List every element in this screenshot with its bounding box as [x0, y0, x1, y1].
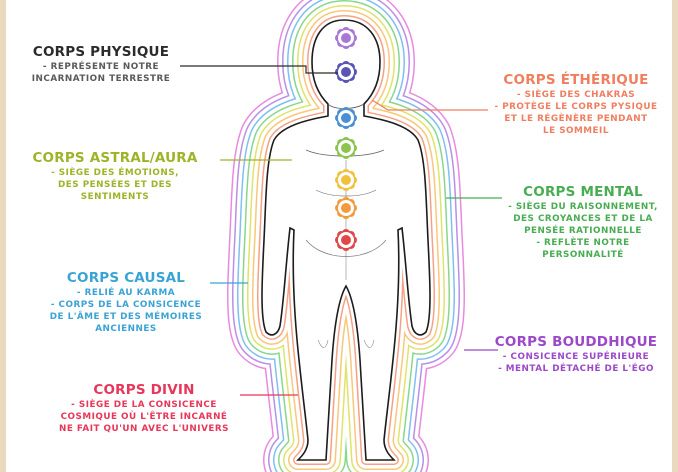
label-corps-divin: CORPS DIVIN - SIÈGE DE LA CONSICENCE COS… [46, 382, 242, 435]
chakra-heart-icon [335, 137, 357, 159]
corps-physique-line-2: INCARNATION TERRESTRE [18, 74, 184, 85]
corps-astral-line-2: DES PENSÉES ET DES [10, 180, 220, 191]
corps-mental-title: CORPS MENTAL [496, 184, 670, 201]
corps-causal-line-3: DE L'ÂME ET DES MÉMOIRES [36, 312, 216, 323]
label-corps-causal: CORPS CAUSAL - RELIÉ AU KARMA - CORPS DE… [36, 270, 216, 335]
corps-etherique-title: CORPS ÉTHÉRIQUE [484, 72, 668, 89]
corps-causal-title: CORPS CAUSAL [36, 270, 216, 287]
chakra-solar-plexus-icon [335, 169, 357, 191]
corps-etherique-line-3: ET LE RÉGÈNÈRE PENDANT [484, 114, 668, 125]
corps-mental-line-1: - SIÈGE DU RAISONNEMENT, [496, 202, 670, 213]
corps-causal-line-4: ANCIENNES [36, 324, 216, 335]
corps-etherique-line-1: - SIÈGE DES CHAKRAS [484, 90, 668, 101]
corps-etherique-line-4: LE SOMMEIL [484, 126, 668, 137]
corps-mental-line-3: PENSÉE RATIONNELLE [496, 226, 670, 237]
corps-divin-line-1: - SIÈGE DE LA CONSICENCE [46, 400, 242, 411]
corps-bouddhique-line-2: - MENTAL DÉTACHÉ DE L'ÉGO [484, 364, 668, 375]
label-corps-mental: CORPS MENTAL - SIÈGE DU RAISONNEMENT, DE… [496, 184, 670, 261]
diagram-canvas: CORPS PHYSIQUE - REPRÉSENTE NOTRE INCARN… [6, 0, 672, 472]
corps-causal-line-2: - CORPS DE LA CONSICENCE [36, 300, 216, 311]
corps-divin-title: CORPS DIVIN [46, 382, 242, 399]
corps-physique-line-1: - REPRÉSENTE NOTRE [18, 62, 184, 73]
corps-bouddhique-line-1: - CONSICENCE SUPÉRIEURE [484, 352, 668, 363]
corps-mental-line-4: - REFLÈTE NOTRE [496, 238, 670, 249]
corps-divin-line-3: NE FAIT QU'UN AVEC L'UNIVERS [46, 424, 242, 435]
label-corps-bouddhique: CORPS BOUDDHIQUE - CONSICENCE SUPÉRIEURE… [484, 334, 668, 375]
corps-astral-line-1: - SIÈGE DES ÉMOTIONS, [10, 168, 220, 179]
chakra-crown-icon [335, 27, 357, 49]
corps-physique-title: CORPS PHYSIQUE [18, 44, 184, 61]
chakra-throat-icon [335, 107, 357, 129]
corps-bouddhique-title: CORPS BOUDDHIQUE [484, 334, 668, 351]
corps-divin-line-2: COSMIQUE OÙ L'ÊTRE INCARNÉ [46, 412, 242, 423]
corps-causal-line-1: - RELIÉ AU KARMA [36, 288, 216, 299]
chakra-sacral-icon [335, 197, 357, 219]
label-corps-astral: CORPS ASTRAL/AURA - SIÈGE DES ÉMOTIONS, … [10, 150, 220, 203]
label-corps-physique: CORPS PHYSIQUE - REPRÉSENTE NOTRE INCARN… [18, 44, 184, 85]
corps-mental-line-2: DES CROYANCES ET DE LA [496, 214, 670, 225]
corps-mental-line-5: PERSONNALITÉ [496, 250, 670, 261]
corps-astral-title: CORPS ASTRAL/AURA [10, 150, 220, 167]
corps-etherique-line-2: - PROTÈGE LE CORPS PYSIQUE [484, 102, 668, 113]
chakra-third-eye-icon [335, 61, 357, 83]
corps-astral-line-3: SENTIMENTS [10, 192, 220, 203]
label-corps-etherique: CORPS ÉTHÉRIQUE - SIÈGE DES CHAKRAS - PR… [484, 72, 668, 137]
chakra-root-icon [335, 229, 357, 251]
